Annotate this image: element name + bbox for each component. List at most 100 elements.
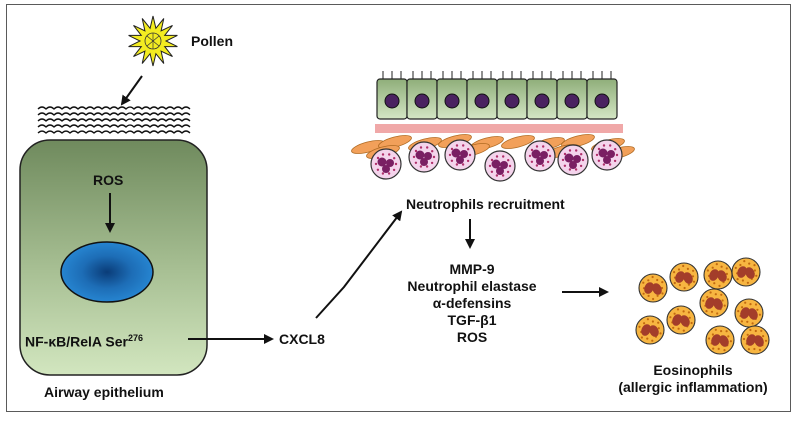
granule [450, 147, 454, 151]
granule [709, 291, 712, 294]
nucleus-lobe [737, 266, 747, 278]
granule [762, 335, 765, 338]
nucleus-lobe [603, 156, 611, 164]
eosinophil-cells [635, 257, 770, 355]
basement-membrane [375, 124, 623, 133]
granule [725, 272, 729, 275]
epithelium-layer [376, 71, 618, 120]
granule [651, 275, 654, 279]
granule [673, 312, 676, 315]
granule [597, 147, 601, 151]
granule [541, 164, 545, 167]
granule [646, 337, 649, 340]
nucleus-lobe [649, 325, 659, 337]
nucleus-lobe [386, 159, 394, 167]
nucleus-lobe [607, 150, 615, 158]
granule [708, 280, 711, 283]
nucleus-lobe [491, 159, 501, 169]
granule [706, 269, 710, 272]
nucleus-lobe [713, 298, 723, 310]
granule [561, 158, 565, 162]
granule [756, 308, 759, 311]
granule [715, 263, 718, 266]
granule [692, 269, 695, 272]
granule [376, 156, 380, 160]
nucleus-lobe [709, 269, 719, 281]
granule [414, 149, 418, 153]
granule [687, 311, 691, 314]
granule [548, 154, 552, 158]
nucleus-lobe [424, 152, 432, 160]
granule [714, 328, 717, 331]
granule [682, 329, 685, 332]
granule [376, 168, 380, 171]
granule [711, 266, 714, 269]
nucleus-lobe [573, 155, 581, 163]
granule [688, 316, 691, 319]
granule [736, 278, 739, 281]
granule [673, 271, 676, 274]
granule [669, 316, 672, 319]
granule [502, 155, 505, 158]
granule [638, 325, 641, 328]
granule [677, 268, 681, 271]
epithelial-nucleus [414, 93, 430, 109]
granule [711, 333, 715, 336]
granule [659, 332, 662, 335]
epithelial-nucleus [564, 93, 580, 109]
granule [542, 145, 545, 148]
granule [394, 162, 398, 166]
granule [708, 337, 711, 340]
granule [713, 282, 716, 285]
granule [746, 333, 749, 336]
granule [431, 150, 434, 153]
granule [742, 337, 746, 341]
granule [640, 336, 644, 339]
nucleus-lobe [740, 307, 750, 319]
nucleus-lobe [531, 149, 541, 159]
nucleus-lobe [748, 308, 758, 320]
granule [734, 266, 737, 269]
granule [563, 152, 567, 156]
granule [419, 146, 423, 149]
granule [412, 155, 416, 159]
nucleus-lobe [746, 334, 756, 346]
granule [530, 160, 534, 163]
granule [546, 160, 550, 164]
granule [753, 269, 757, 272]
granule [642, 281, 645, 284]
nucleus-lobe [652, 283, 662, 295]
granule [425, 165, 429, 168]
cilium-row [37, 112, 191, 116]
nucleus-lobe [598, 148, 608, 158]
granule [430, 161, 434, 165]
granule [602, 163, 606, 166]
granule [683, 286, 686, 290]
granule [455, 144, 459, 147]
granule [381, 172, 385, 175]
granule [754, 329, 757, 333]
granule [647, 279, 650, 282]
granule [744, 301, 747, 304]
figure-frame [6, 4, 791, 412]
granule [661, 292, 664, 295]
granule [682, 310, 685, 313]
nucleus-lobe [569, 161, 577, 169]
granule [450, 159, 454, 162]
pollen-label: Pollen [191, 33, 234, 49]
epithelial-nucleus [384, 93, 400, 109]
nucleus-lobe [719, 335, 729, 347]
granule [495, 155, 499, 158]
granule [727, 278, 730, 281]
nucleus-lobe [415, 150, 425, 160]
granule [656, 278, 659, 282]
granule [729, 340, 733, 343]
granule [651, 339, 654, 342]
granule [741, 306, 744, 309]
granule [657, 321, 660, 324]
granule [656, 294, 659, 297]
granule [712, 347, 715, 350]
nucleus-lobe [540, 151, 548, 159]
granule [758, 313, 762, 316]
